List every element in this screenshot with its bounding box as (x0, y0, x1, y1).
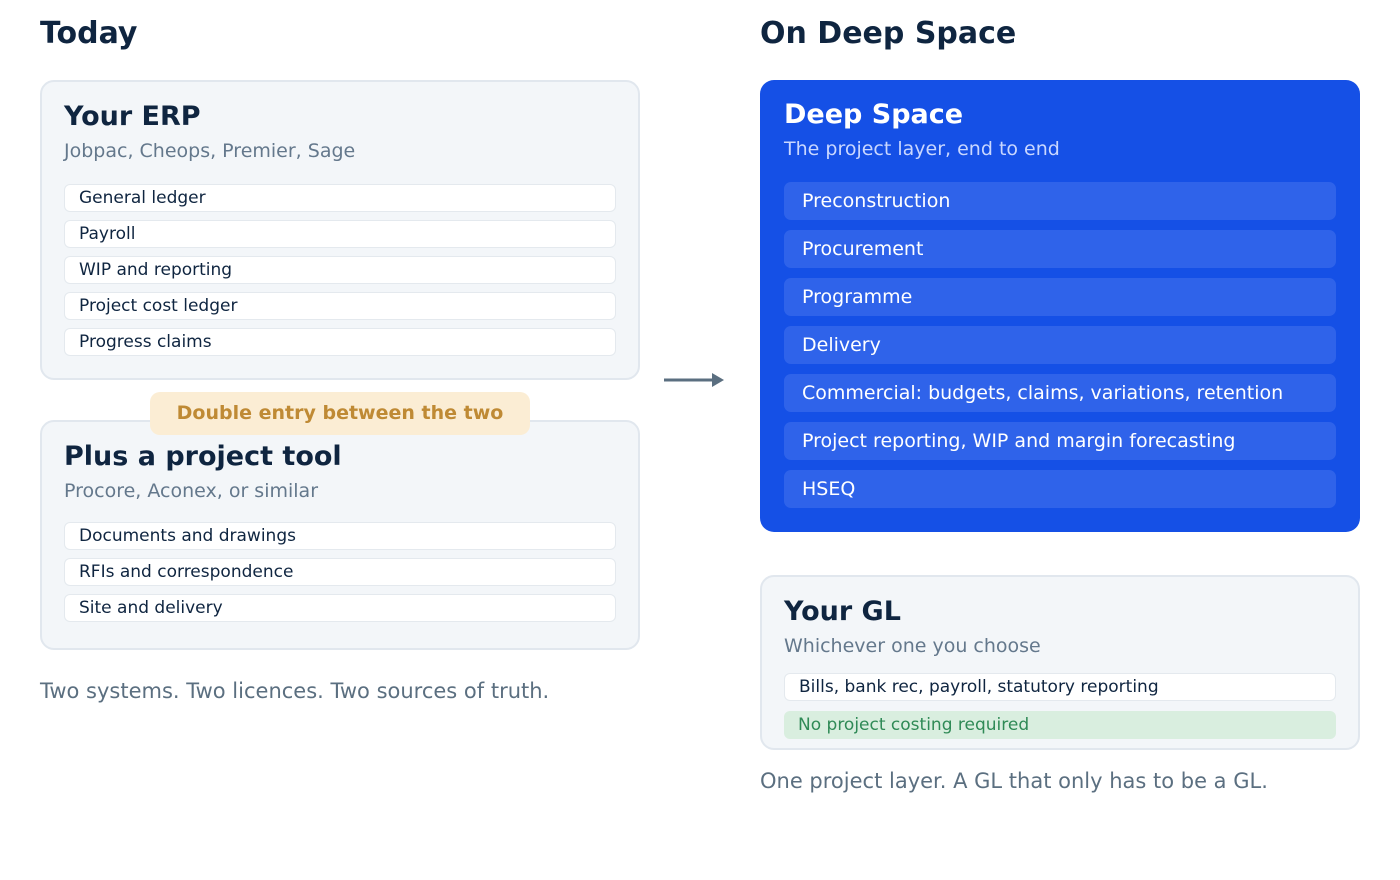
project-tool-title: Plus a project tool (64, 441, 342, 472)
today-caption: Two systems. Two licences. Two sources o… (40, 679, 550, 703)
deep-space-item: Project reporting, WIP and margin foreca… (784, 422, 1336, 460)
deep-space-item: HSEQ (784, 470, 1336, 508)
gl-status-note: No project costing required (784, 711, 1336, 739)
erp-card: Your ERP Jobpac, Cheops, Premier, Sage G… (40, 80, 640, 380)
project-tool-item-list: Documents and drawings RFIs and correspo… (64, 522, 616, 622)
gl-item-list: Bills, bank rec, payroll, statutory repo… (784, 673, 1336, 739)
deep-space-item-list: Preconstruction Procurement Programme De… (784, 182, 1336, 508)
erp-item: WIP and reporting (64, 256, 616, 284)
project-tool-item: Documents and drawings (64, 522, 616, 550)
erp-item: Progress claims (64, 328, 616, 356)
erp-item: General ledger (64, 184, 616, 212)
erp-subtitle: Jobpac, Cheops, Premier, Sage (64, 140, 356, 162)
erp-item: Project cost ledger (64, 292, 616, 320)
deep-space-item: Procurement (784, 230, 1336, 268)
project-tool-subtitle: Procore, Aconex, or similar (64, 480, 319, 502)
gl-card: Your GL Whichever one you choose Bills, … (760, 575, 1360, 750)
project-tool-item: RFIs and correspondence (64, 558, 616, 586)
erp-title: Your ERP (64, 101, 201, 132)
double-entry-badge: Double entry between the two (150, 392, 530, 435)
project-tool-item: Site and delivery (64, 594, 616, 622)
deep-space-title: Deep Space (784, 99, 964, 130)
project-tool-card: Plus a project tool Procore, Aconex, or … (40, 420, 640, 650)
deep-space-caption: One project layer. A GL that only has to… (760, 769, 1268, 793)
today-heading: Today (40, 16, 138, 51)
gl-subtitle: Whichever one you choose (784, 635, 1041, 657)
deep-space-card: Deep Space The project layer, end to end… (760, 80, 1360, 532)
deep-space-item: Commercial: budgets, claims, variations,… (784, 374, 1336, 412)
gl-title: Your GL (784, 596, 901, 627)
deep-space-heading: On Deep Space (760, 16, 1017, 51)
erp-item: Payroll (64, 220, 616, 248)
deep-space-subtitle: The project layer, end to end (784, 138, 1060, 160)
arrow-right-icon (664, 373, 724, 387)
deep-space-item: Preconstruction (784, 182, 1336, 220)
gl-item: Bills, bank rec, payroll, statutory repo… (784, 673, 1336, 701)
erp-item-list: General ledger Payroll WIP and reporting… (64, 184, 616, 356)
deep-space-item: Delivery (784, 326, 1336, 364)
deep-space-item: Programme (784, 278, 1336, 316)
